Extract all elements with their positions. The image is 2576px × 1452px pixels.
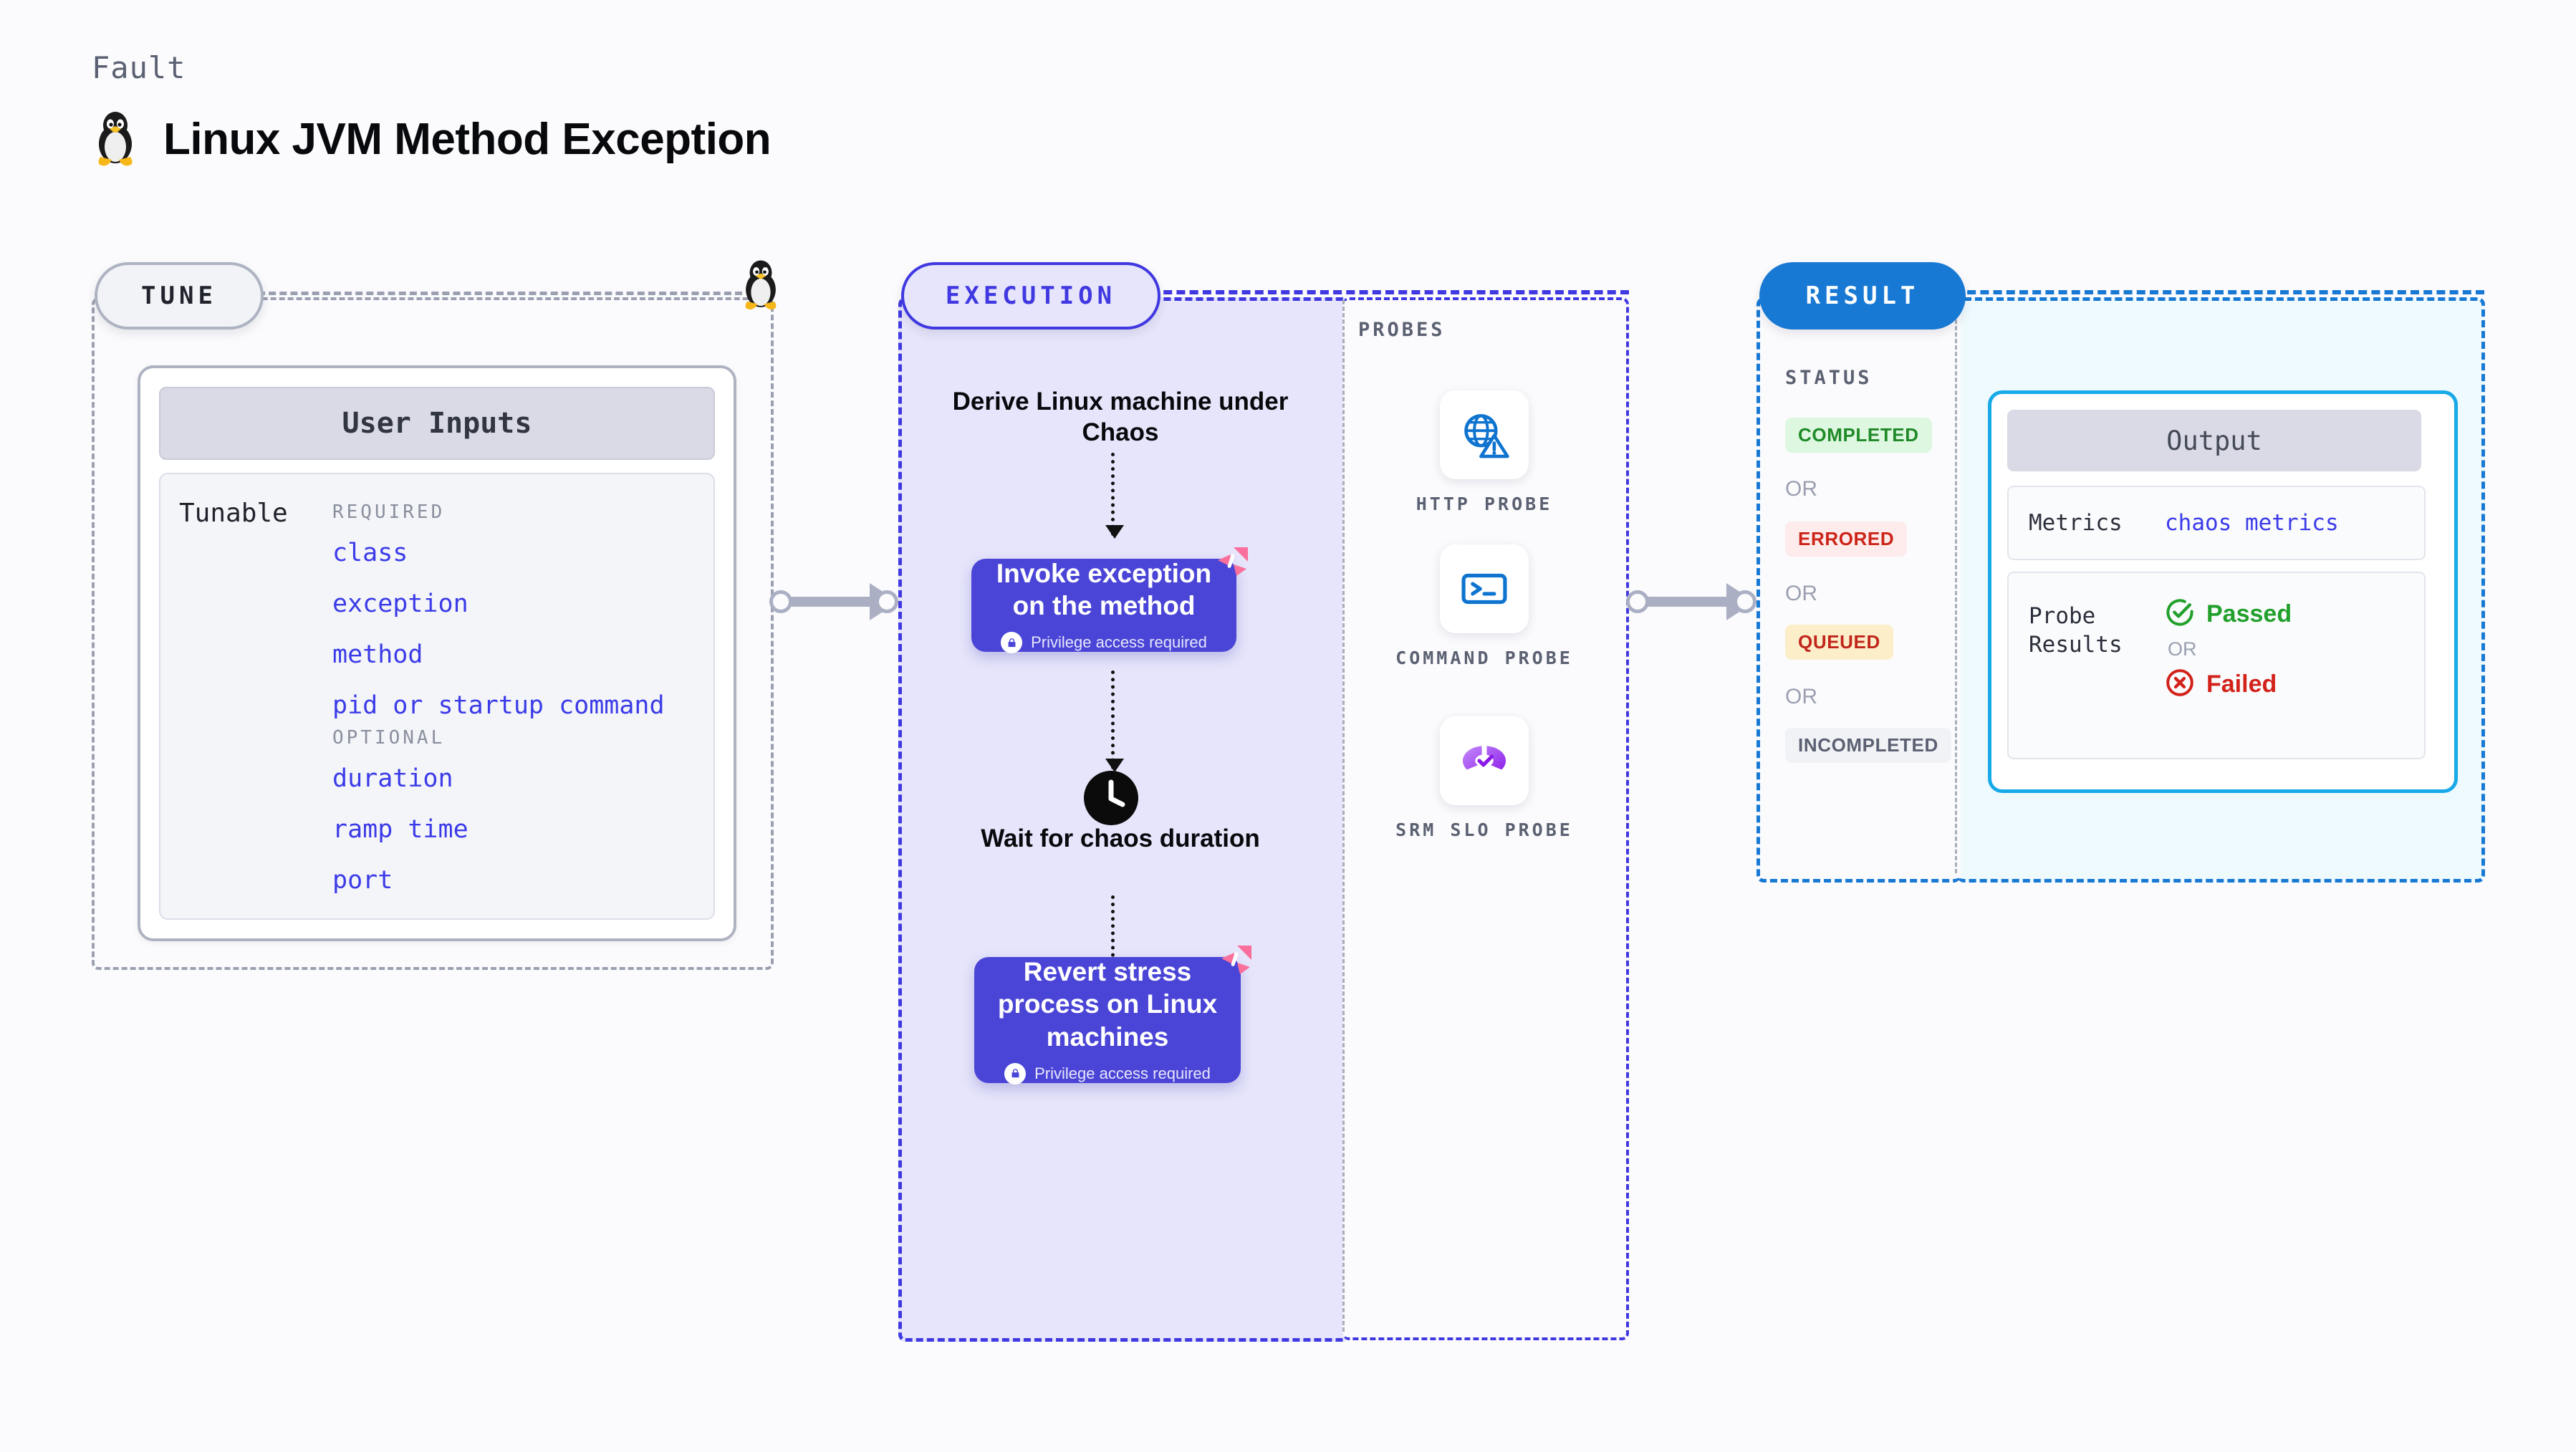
result-leader-line <box>1954 290 2484 294</box>
flow-arrow-1 <box>1105 453 1124 539</box>
probe-result-passed: Passed <box>2165 597 2292 631</box>
output-metrics-row: Metrics chaos metrics <box>2007 486 2426 560</box>
result-divider <box>1955 300 1957 873</box>
globe-warning-icon <box>1440 390 1529 479</box>
tune-leader-line <box>258 292 742 295</box>
probe-result-failed: Failed <box>2165 668 2292 701</box>
probes-section-label: PROBES <box>1358 319 1446 341</box>
param-class[interactable]: class <box>332 539 408 567</box>
harness-logo-icon <box>1212 544 1249 582</box>
result-stage-pill[interactable]: RESULT <box>1759 262 1966 330</box>
execution-step-wait-label: Wait for chaos duration <box>981 824 1260 852</box>
execution-step-revert-box[interactable]: Revert stress process on Linux machines … <box>974 957 1241 1085</box>
param-ramp-time[interactable]: ramp time <box>332 815 468 844</box>
param-duration[interactable]: duration <box>332 764 453 793</box>
linux-penguin-icon <box>92 111 139 167</box>
probe-result-passed-label: Passed <box>2206 600 2292 628</box>
output-card: Output Metrics chaos metrics Probe Resul… <box>1988 390 2458 793</box>
user-inputs-card: User Inputs Tunable REQUIRED class excep… <box>138 365 736 941</box>
probe-result-or: OR <box>2168 638 2197 660</box>
tunable-box: Tunable REQUIRED class exception method … <box>159 473 715 920</box>
param-pid-or-startup-command[interactable]: pid or startup command <box>332 691 665 720</box>
output-metrics-key: Metrics <box>2029 509 2123 536</box>
probe-srm-slo-label: SRM SLO PROBE <box>1395 819 1573 840</box>
tunable-param-column: REQUIRED class exception method pid or s… <box>332 493 705 917</box>
param-method[interactable]: method <box>332 640 423 669</box>
probe-http[interactable]: HTTP PROBE <box>1391 390 1577 516</box>
x-circle-icon <box>2165 668 2195 701</box>
tunable-label: Tunable <box>179 499 288 528</box>
terminal-icon <box>1440 544 1529 633</box>
fault-eyebrow-label: Fault <box>92 50 186 85</box>
tune-stage-pill[interactable]: TUNE <box>95 262 264 330</box>
execution-step-revert-label: Revert stress process on Linux machines <box>997 957 1218 1052</box>
check-circle-icon <box>2165 597 2195 631</box>
lock-icon <box>1004 1062 1027 1085</box>
param-exception[interactable]: exception <box>332 590 468 618</box>
lock-icon <box>1001 632 1023 654</box>
fault-title-row: Linux JVM Method Exception <box>92 111 772 167</box>
privilege-note: Privilege access required <box>1004 1062 1211 1085</box>
status-or-2: OR <box>1785 582 1817 605</box>
slo-donut-check-icon <box>1440 716 1529 805</box>
output-metrics-value[interactable]: chaos metrics <box>2165 510 2339 536</box>
privilege-note-label: Privilege access required <box>1034 1064 1211 1082</box>
result-status-stage-panel <box>1756 297 1961 883</box>
status-or-3: OR <box>1785 685 1817 708</box>
status-section-label: STATUS <box>1785 367 1873 389</box>
probe-srm-slo[interactable]: SRM SLO PROBE <box>1391 716 1577 842</box>
status-badge-completed: COMPLETED <box>1785 418 1932 453</box>
probe-command-label: COMMAND PROBE <box>1395 648 1573 668</box>
status-badge-errored: ERRORED <box>1785 521 1908 557</box>
output-probe-results-row: Probe Results Passed OR <box>2007 572 2426 759</box>
execution-step-derive-label: Derive Linux machine under Chaos <box>952 388 1289 446</box>
status-badge-queued: QUEUED <box>1785 625 1893 660</box>
output-header: Output <box>2007 410 2421 471</box>
probe-http-label: HTTP PROBE <box>1416 494 1553 514</box>
output-probe-key-line1: Probe <box>2029 603 2096 629</box>
param-port[interactable]: port <box>332 866 393 895</box>
group-heading-optional: OPTIONAL <box>332 727 446 749</box>
execution-step-invoke-box[interactable]: Invoke exception on the method Privilege… <box>971 558 1236 654</box>
execution-step-invoke-label: Invoke exception on the method <box>996 558 1212 620</box>
group-heading-required: REQUIRED <box>332 501 446 523</box>
privilege-note: Privilege access required <box>1001 632 1207 654</box>
execution-stage-pill[interactable]: EXECUTION <box>901 262 1160 330</box>
output-probe-key-line2: Results <box>2029 632 2123 658</box>
harness-logo-icon <box>1216 943 1253 980</box>
execution-leader-line <box>1150 290 1629 294</box>
status-or-1: OR <box>1785 477 1817 501</box>
linux-penguin-icon <box>739 259 782 314</box>
user-inputs-header: User Inputs <box>159 387 715 460</box>
status-badge-incompleted: INCOMPLETED <box>1785 728 1951 763</box>
probe-result-failed-label: Failed <box>2206 670 2277 698</box>
flow-arrow-2 <box>1105 670 1124 772</box>
privilege-note-label: Privilege access required <box>1031 633 1207 652</box>
clock-icon <box>1083 770 1139 826</box>
probe-command[interactable]: COMMAND PROBE <box>1391 544 1577 670</box>
page-title: Linux JVM Method Exception <box>163 114 772 164</box>
probes-divider <box>1342 300 1345 1332</box>
